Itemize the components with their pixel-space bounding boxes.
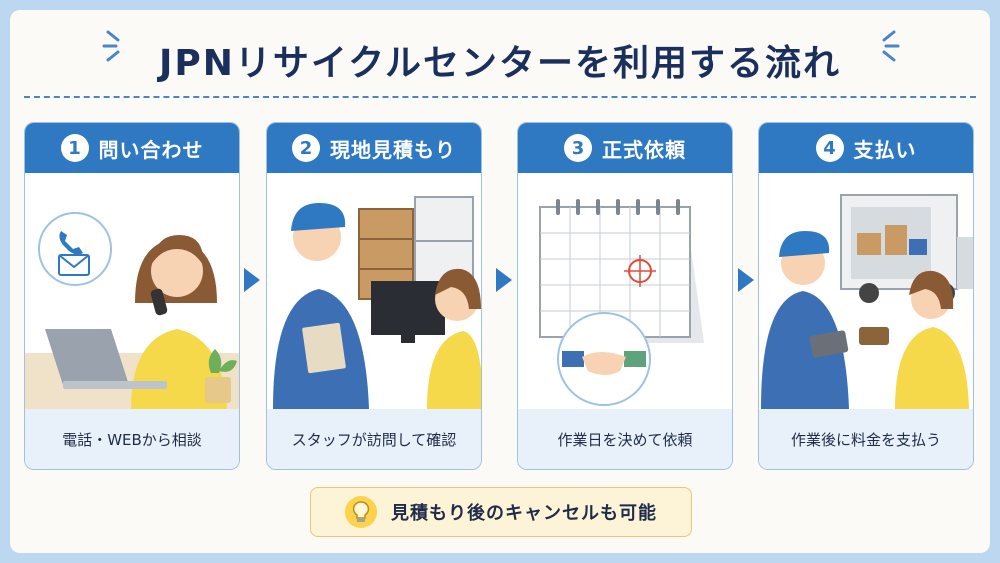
step-card-2: 2 現地見積もり スタッフが訪問して確認 — [266, 122, 482, 470]
step-card-4: 4 支払い 作業後に料金を支払う — [758, 122, 974, 470]
step-header: 3 正式依頼 — [518, 123, 732, 173]
step-number: 2 — [292, 134, 320, 162]
step-header: 1 問い合わせ — [25, 123, 239, 173]
formal-request-illustration — [539, 199, 704, 406]
step-caption: 電話・WEBから相談 — [25, 409, 239, 469]
step-number: 1 — [60, 134, 89, 162]
step-header: 4 支払い — [759, 123, 973, 173]
card-terminal — [809, 330, 849, 358]
wallet-icon — [859, 327, 889, 345]
step-caption: スタッフが訪問して確認 — [267, 409, 481, 469]
tv — [371, 281, 445, 335]
cancellation-note: 見積もり後のキャンセルも可能 — [310, 487, 692, 537]
step-title: 問い合わせ — [98, 137, 204, 162]
sparkle-right-icon — [882, 30, 900, 62]
lightbulb-icon — [345, 496, 377, 528]
step-header: 2 現地見積もり — [267, 123, 481, 173]
step-card-3: 3 正式依頼 作業日を決 — [517, 122, 733, 470]
worker-cap — [291, 203, 346, 231]
step-title: 支払い — [853, 137, 917, 162]
note-text: 見積もり後のキャンセルも可能 — [391, 503, 657, 524]
handshake-icon — [582, 352, 626, 375]
page-title: JPNリサイクルセンターを利用する流れ — [158, 43, 842, 84]
flow-arrow-icon — [496, 268, 512, 292]
clipboard — [302, 322, 346, 374]
onsite-estimate-illustration — [273, 196, 481, 409]
step-title: 現地見積もり — [330, 137, 456, 162]
step-number: 4 — [815, 134, 844, 162]
step-caption: 作業日を決めて依頼 — [518, 409, 732, 469]
step-title: 正式依頼 — [602, 137, 686, 162]
flow-arrow-icon — [738, 268, 754, 292]
phone-icon — [59, 231, 83, 255]
step-caption: 作業後に料金を支払う — [759, 409, 973, 469]
step-card-1: 1 問い合わせ 電話・WEBから相談 — [24, 122, 240, 470]
dashed-divider — [24, 96, 976, 98]
sparkle-left-icon — [102, 30, 120, 62]
flow-arrow-icon — [244, 268, 260, 292]
step-number: 3 — [564, 134, 592, 162]
inquiry-illustration — [25, 212, 239, 409]
worker-cap — [779, 231, 830, 257]
payment-illustration — [761, 194, 973, 409]
